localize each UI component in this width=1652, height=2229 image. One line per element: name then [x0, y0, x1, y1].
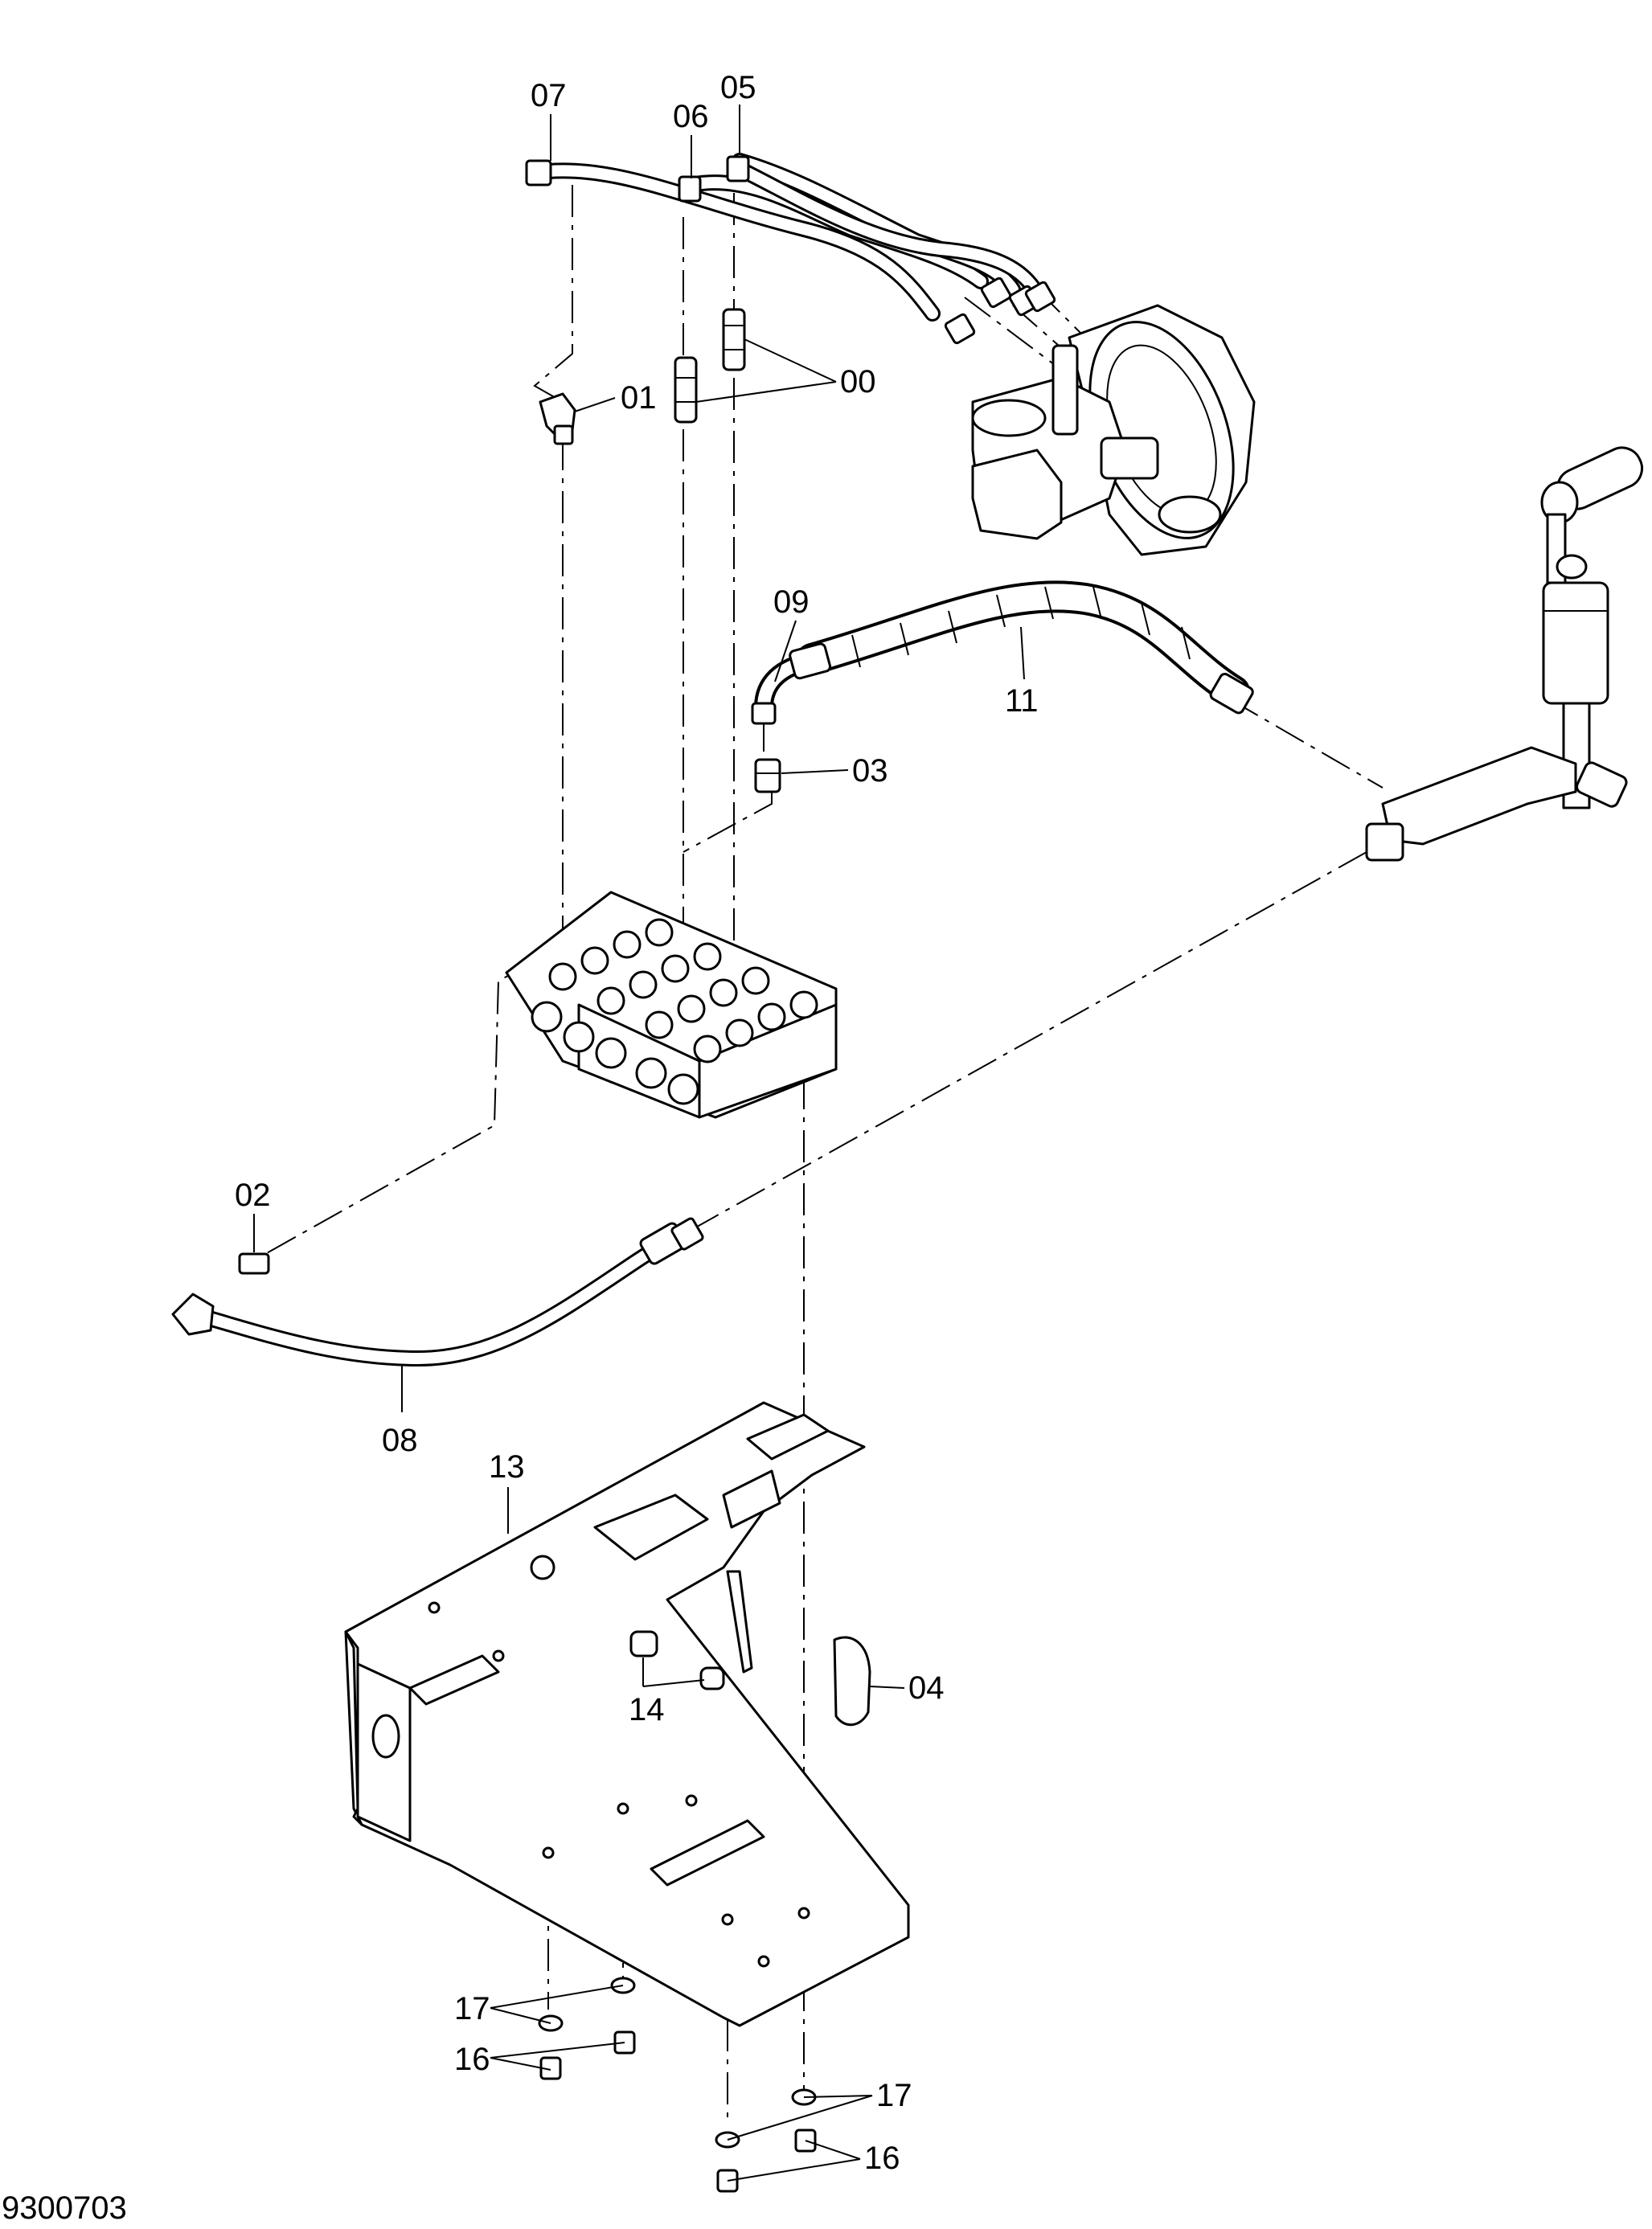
callout-06: 06	[673, 99, 709, 134]
callout-17-right: 17	[876, 2078, 912, 2113]
callout-11: 11	[1005, 683, 1039, 719]
hose-08-assembly	[171, 1217, 704, 1367]
bushing-14	[629, 1630, 725, 1690]
callout-14: 14	[629, 1692, 665, 1727]
sleeve-04	[833, 1636, 871, 1727]
hose-11-assembly	[751, 580, 1254, 793]
callout-02: 02	[235, 1178, 271, 1213]
callout-13: 13	[489, 1449, 525, 1485]
bolts-16	[539, 2030, 817, 2193]
callout-09: 09	[773, 584, 810, 620]
callout-leaders	[253, 104, 1025, 2182]
callout-16-left: 16	[454, 2042, 490, 2077]
callout-17-left: 17	[454, 1991, 490, 2026]
adapter-00	[674, 308, 746, 424]
elbow-fitting-01	[539, 392, 576, 445]
callout-04: 04	[908, 1670, 945, 1706]
callout-08: 08	[382, 1423, 418, 1458]
document-number: 9300703	[2, 2190, 127, 2226]
callout-05: 05	[720, 70, 756, 105]
control-lever-assembly	[1365, 446, 1644, 862]
control-valve-block	[505, 891, 838, 1119]
callout-labels: 00 01 02 03 04 05 06 07 08 09 11 13 14 1…	[2, 70, 1039, 2226]
pilot-valve-assembly	[971, 304, 1256, 556]
callout-07: 07	[531, 78, 567, 113]
callout-16-right: 16	[864, 2141, 900, 2176]
callout-03: 03	[852, 753, 888, 789]
mounting-bracket-13	[344, 1401, 910, 2027]
callout-01: 01	[621, 380, 657, 416]
callout-00: 00	[840, 364, 876, 399]
upper-hose-bundle	[525, 153, 1056, 345]
